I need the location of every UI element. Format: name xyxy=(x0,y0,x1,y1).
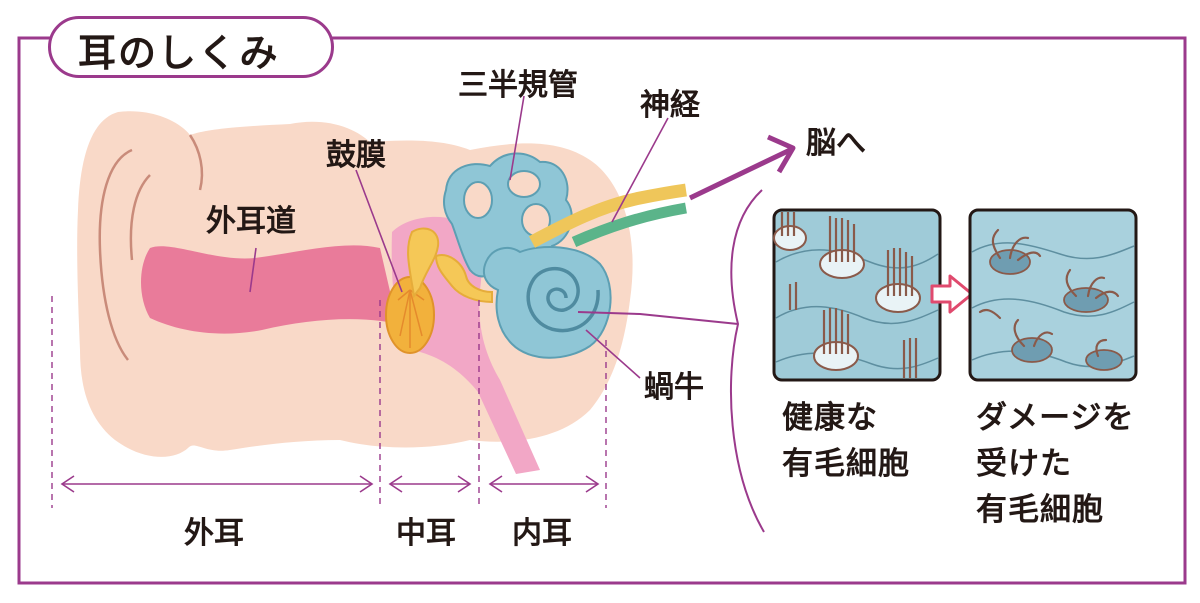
damaged-caption-line3: 有毛細胞 xyxy=(976,492,1104,528)
to-brain-label: 脳へ xyxy=(806,126,866,161)
nerve-label: 神経 xyxy=(640,88,700,123)
section-dividers xyxy=(51,296,607,508)
section-arrows xyxy=(60,475,600,493)
inner-ear-label: 内耳 xyxy=(512,516,572,551)
page-title: 耳のしくみ xyxy=(78,31,280,75)
title-pill xyxy=(48,16,334,78)
damaged-caption-line1: ダメージを xyxy=(976,400,1135,436)
semicircular-canals xyxy=(443,152,573,278)
outer-canal-label: 外耳道 xyxy=(206,204,296,239)
nerve-green xyxy=(571,202,687,248)
eardrum-label: 鼓膜 xyxy=(326,138,386,173)
ossicles xyxy=(407,227,493,304)
zoom-bracket xyxy=(729,189,765,533)
cochlea-zoom-line xyxy=(577,311,739,325)
pinna-line-inner xyxy=(129,174,151,261)
pinna-line-outer xyxy=(98,148,133,361)
ear-canal xyxy=(141,245,392,334)
healthy-caption-line2: 有毛細胞 xyxy=(782,446,910,482)
healthy-hair-cells-panel xyxy=(772,208,942,382)
cochlea-label: 蝸牛 xyxy=(644,370,704,405)
pinna-line-top xyxy=(188,134,204,191)
middle-ear-cavity xyxy=(391,216,540,474)
leader-lines xyxy=(249,95,669,379)
damaged-hair-cells-panel xyxy=(968,208,1138,382)
damaged-caption-line2: 受けた xyxy=(976,446,1072,482)
healthy-caption-line1: 健康な xyxy=(782,400,878,436)
nerve-yellow xyxy=(528,183,687,248)
cochlea xyxy=(482,246,612,359)
to-brain-arrow-shaft xyxy=(688,147,792,201)
to-brain-arrow-head xyxy=(766,134,796,174)
middle-ear-label: 中耳 xyxy=(396,516,456,551)
diagram-frame xyxy=(17,36,1187,585)
semicircular-canals-label: 三半規管 xyxy=(458,68,578,103)
outer-ear-label: 外耳 xyxy=(184,516,244,551)
damage-arrow xyxy=(930,274,974,314)
